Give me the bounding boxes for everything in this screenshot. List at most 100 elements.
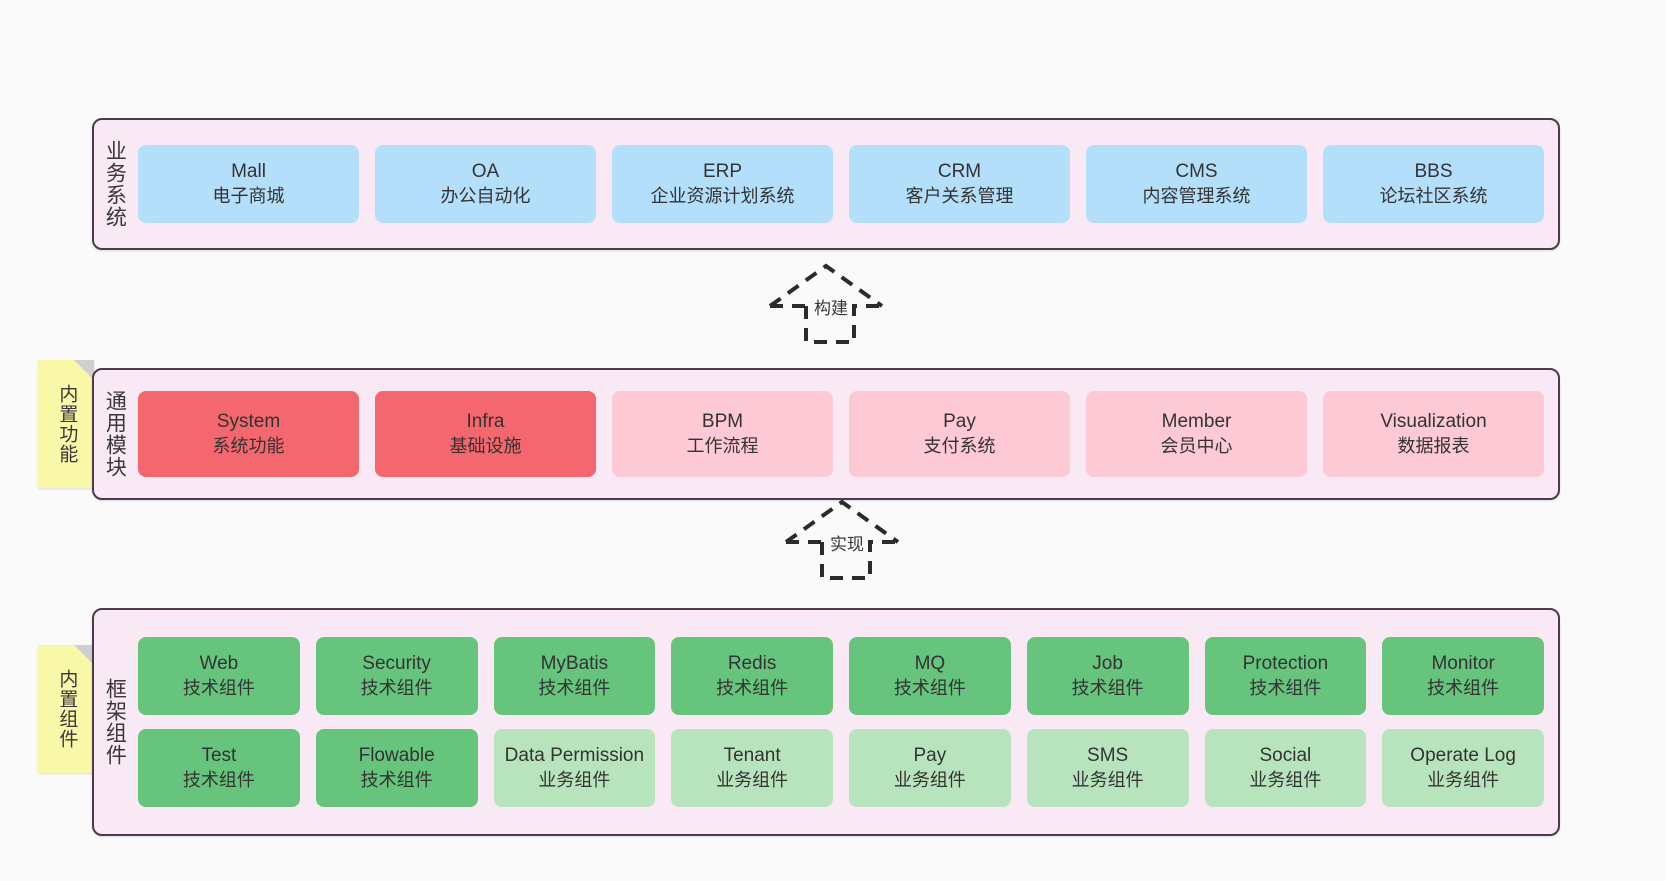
layer-title-framework-component: 框架组件 bbox=[103, 678, 127, 766]
card-name: Job bbox=[1092, 652, 1123, 674]
card-pay[interactable]: Pay 业务组件 bbox=[849, 729, 1011, 807]
card-subtitle: 内容管理系统 bbox=[1142, 185, 1251, 206]
card-subtitle: 技术组件 bbox=[182, 769, 255, 790]
card-subtitle: 业务组件 bbox=[1071, 769, 1144, 790]
card-name: BBS bbox=[1414, 160, 1453, 182]
card-bbs[interactable]: BBS 论坛社区系统 bbox=[1323, 145, 1544, 223]
card-subtitle: 业务组件 bbox=[1249, 769, 1322, 790]
connector-build-label: 构建 bbox=[814, 299, 848, 318]
card-subtitle: 业务组件 bbox=[1427, 769, 1500, 790]
connector-implement-arrowhead bbox=[784, 499, 900, 544]
card-name: Tenant bbox=[723, 744, 781, 766]
card-name: Mall bbox=[231, 160, 266, 182]
card-subtitle: 数据报表 bbox=[1397, 435, 1470, 456]
card-subtitle: 技术组件 bbox=[716, 677, 789, 698]
card-name: Web bbox=[199, 652, 239, 674]
card-subtitle: 基础设施 bbox=[449, 435, 522, 456]
card-mall[interactable]: Mall 电子商城 bbox=[138, 145, 359, 223]
card-subtitle: 支付系统 bbox=[923, 435, 996, 456]
card-monitor[interactable]: Monitor 技术组件 bbox=[1382, 637, 1544, 715]
card-name: Pay bbox=[913, 744, 947, 766]
card-pay[interactable]: Pay 支付系统 bbox=[849, 391, 1070, 477]
card-name: Member bbox=[1161, 410, 1232, 432]
card-name: Infra bbox=[466, 410, 505, 432]
layer-title-business-system: 业务系统 bbox=[103, 140, 127, 228]
connector-implement-label: 实现 bbox=[830, 535, 864, 554]
sticky-note-builtin-function-label: 内置功能 bbox=[56, 384, 78, 464]
sticky-note-builtin-component-label: 内置组件 bbox=[56, 669, 78, 749]
card-subtitle: 电子商城 bbox=[212, 185, 285, 206]
card-name: Operate Log bbox=[1410, 744, 1516, 766]
card-subtitle: 企业资源计划系统 bbox=[650, 185, 795, 206]
layer-title-common-module: 通用模块 bbox=[103, 390, 127, 478]
card-subtitle: 技术组件 bbox=[538, 677, 611, 698]
card-name: Pay bbox=[943, 410, 976, 432]
card-redis[interactable]: Redis 技术组件 bbox=[671, 637, 833, 715]
sticky-note-builtin-component: 内置组件 bbox=[38, 645, 94, 773]
card-subtitle: 技术组件 bbox=[1071, 677, 1144, 698]
card-name: Flowable bbox=[358, 744, 435, 766]
card-name: Visualization bbox=[1380, 410, 1487, 432]
card-name: CRM bbox=[937, 160, 982, 182]
card-subtitle: 技术组件 bbox=[1427, 677, 1500, 698]
card-test[interactable]: Test 技术组件 bbox=[138, 729, 300, 807]
note-fold-corner-icon bbox=[74, 645, 94, 665]
sticky-note-builtin-function: 内置功能 bbox=[38, 360, 94, 488]
card-name: MyBatis bbox=[540, 652, 609, 674]
card-job[interactable]: Job 技术组件 bbox=[1026, 637, 1189, 715]
card-name: MQ bbox=[914, 652, 946, 674]
card-visualization[interactable]: Visualization 数据报表 bbox=[1323, 391, 1544, 477]
card-subtitle: 系统功能 bbox=[212, 435, 285, 456]
connector-build-arrowhead bbox=[768, 263, 884, 308]
card-name: CMS bbox=[1175, 160, 1218, 182]
card-sms[interactable]: SMS 业务组件 bbox=[1026, 729, 1189, 807]
card-social[interactable]: Social 业务组件 bbox=[1204, 729, 1367, 807]
note-fold-corner-icon bbox=[74, 360, 94, 380]
card-security[interactable]: Security 技术组件 bbox=[315, 637, 478, 715]
card-name: Redis bbox=[727, 652, 777, 674]
card-name: Social bbox=[1259, 744, 1312, 766]
connector-build: 构建 bbox=[762, 258, 912, 346]
card-cms[interactable]: CMS 内容管理系统 bbox=[1086, 145, 1307, 223]
card-subtitle: 技术组件 bbox=[360, 677, 433, 698]
card-flowable[interactable]: Flowable 技术组件 bbox=[315, 729, 478, 807]
card-subtitle: 技术组件 bbox=[360, 769, 433, 790]
card-tenant[interactable]: Tenant 业务组件 bbox=[671, 729, 833, 807]
card-subtitle: 业务组件 bbox=[716, 769, 789, 790]
card-name: OA bbox=[471, 160, 500, 182]
card-member[interactable]: Member 会员中心 bbox=[1086, 391, 1307, 477]
card-oa[interactable]: OA 办公自动化 bbox=[375, 145, 596, 223]
connector-implement: 实现 bbox=[778, 494, 928, 582]
connector-implement-shaft bbox=[820, 540, 898, 580]
card-subtitle: 会员中心 bbox=[1160, 435, 1233, 456]
connector-build-shaft bbox=[804, 304, 882, 344]
card-subtitle: 技术组件 bbox=[1249, 677, 1322, 698]
card-subtitle: 业务组件 bbox=[538, 769, 611, 790]
card-name: Security bbox=[362, 652, 431, 674]
card-subtitle: 业务组件 bbox=[893, 769, 966, 790]
card-infra[interactable]: Infra 基础设施 bbox=[375, 391, 596, 477]
card-name: Test bbox=[201, 744, 237, 766]
card-name: Monitor bbox=[1431, 652, 1495, 674]
card-subtitle: 办公自动化 bbox=[440, 185, 531, 206]
card-mybatis[interactable]: MyBatis 技术组件 bbox=[493, 637, 656, 715]
card-subtitle: 论坛社区系统 bbox=[1379, 185, 1488, 206]
card-name: SMS bbox=[1087, 744, 1129, 766]
card-name: BPM bbox=[701, 410, 744, 432]
card-operate-log[interactable]: Operate Log 业务组件 bbox=[1382, 729, 1544, 807]
